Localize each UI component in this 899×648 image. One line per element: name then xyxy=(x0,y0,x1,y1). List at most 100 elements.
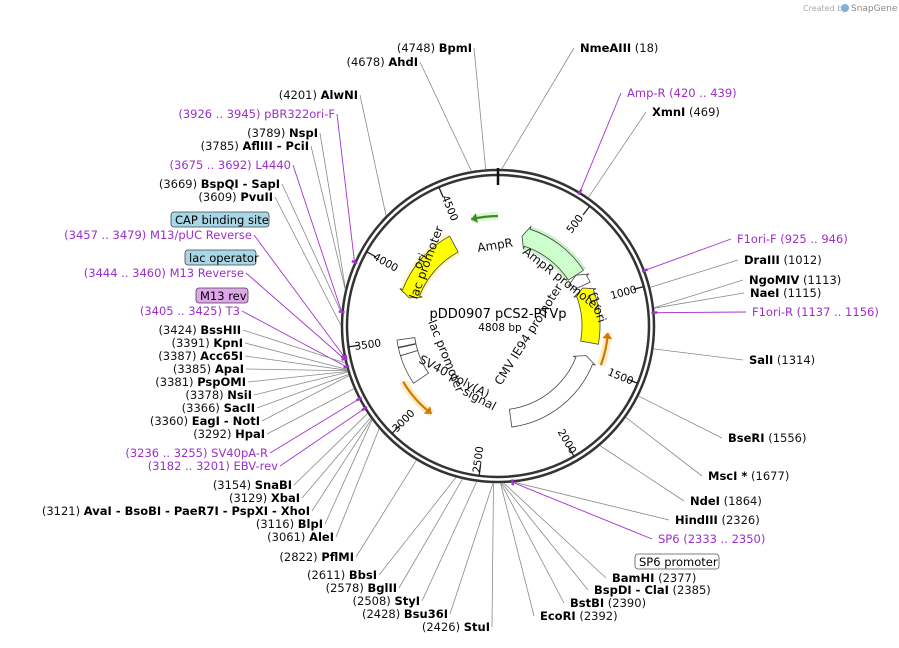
primer-f1ori-f[interactable]: F1ori-F (925 .. 946) xyxy=(737,232,848,246)
site-sacii[interactable]: (3366) SacII xyxy=(182,401,255,415)
site-styi[interactable]: (2508) StyI xyxy=(353,594,420,608)
leader-bsu36i xyxy=(449,482,494,615)
primer-amp-r[interactable]: Amp-R (420 .. 439) xyxy=(627,86,737,100)
site-snabi[interactable]: (3154) SnaBI xyxy=(213,478,292,492)
site-name: BglII xyxy=(368,581,398,595)
ruler-tick-2000 xyxy=(567,446,575,457)
site-bstbi[interactable]: BstBI (2390) xyxy=(570,596,646,610)
site-bsu36i[interactable]: (2428) Bsu36I xyxy=(362,607,448,621)
feature-f1-ori[interactable] xyxy=(573,287,601,345)
feature-label-ori: ori xyxy=(410,251,430,271)
site-ndei[interactable]: NdeI (1864) xyxy=(690,494,762,508)
site-position: (3292) xyxy=(193,427,235,441)
site-nspi[interactable]: (3789) NspI xyxy=(247,126,318,140)
ruler-tick-1500 xyxy=(627,378,638,384)
site-bspdi[interactable]: BspDI - ClaI (2385) xyxy=(594,583,711,597)
site-kpni[interactable]: (3391) KpnI xyxy=(171,336,243,350)
site-afliii[interactable]: (3785) AflIII - PciI xyxy=(201,139,309,153)
backbone xyxy=(340,168,656,484)
primer-m13-reverse[interactable]: (3444 .. 3460) M13 Reverse xyxy=(84,266,244,280)
site-pspomi[interactable]: (3381) PspOMI xyxy=(155,375,246,389)
feature-lac-promoter-2[interactable] xyxy=(396,337,417,348)
site-apai[interactable]: (3385) ApaI xyxy=(173,362,244,376)
site-acc65i[interactable]: (3387) Acc65I xyxy=(158,349,243,363)
site-name: EBV-rev xyxy=(233,459,278,473)
site-msci[interactable]: MscI * (1677) xyxy=(708,469,789,483)
feature-ampr[interactable] xyxy=(521,223,586,282)
site-position: (4678) xyxy=(346,55,388,69)
site-ngomiv[interactable]: NgoMIV (1113) xyxy=(749,273,841,287)
site-position: (4201) xyxy=(279,88,321,102)
primer-l4440[interactable]: (3675 .. 3692) L4440 xyxy=(170,158,291,172)
plasmid-name: pDD0907 pCS2-PTVp xyxy=(430,307,567,322)
site-nsii[interactable]: (3378) NsiI xyxy=(185,388,252,402)
site-alei[interactable]: (3061) AleI xyxy=(267,530,334,544)
leader-hindiii xyxy=(513,481,670,521)
label-sv40pa-r: (3236 .. 3255) SV40pA-R xyxy=(125,446,268,460)
site-bglii[interactable]: (2578) BglII xyxy=(326,581,397,595)
primer-sv40pa-r[interactable]: (3236 .. 3255) SV40pA-R xyxy=(125,446,268,460)
site-blpi[interactable]: (3116) BlpI xyxy=(256,517,323,531)
ruler-tick-4500 xyxy=(438,186,444,198)
site-alwni[interactable]: (4201) AlwNI xyxy=(279,88,358,102)
site-hindiii[interactable]: HindIII (2326) xyxy=(675,513,760,527)
site-bamhi[interactable]: BamHI (2377) xyxy=(612,571,696,585)
site-hpai[interactable]: (3292) HpaI xyxy=(193,427,265,441)
m13-rev-box: M13 rev xyxy=(195,287,249,304)
label-apai: (3385) ApaI xyxy=(173,362,244,376)
primer-m13-puc-reverse[interactable]: (3457 .. 3479) M13/pUC Reverse xyxy=(64,228,252,242)
site-bsshii[interactable]: (3424) BssHII xyxy=(158,323,241,337)
label-eagi: (3360) EagI - NotI xyxy=(150,414,260,428)
site-xbai[interactable]: (3129) XbaI xyxy=(229,491,300,505)
primer-f1ori-r[interactable]: F1ori-R (1137 .. 1156) xyxy=(752,305,879,319)
label-pflmi: (2822) PflMI xyxy=(279,550,354,564)
site-avai[interactable]: (3121) AvaI - BsoBI - PaeR7I - PspXI - X… xyxy=(42,504,310,518)
site-position: (1556) xyxy=(765,431,807,445)
site-position: (3405 .. 3425) xyxy=(140,304,226,318)
leader-amp-r xyxy=(579,92,622,193)
site-sali[interactable]: SalI (1314) xyxy=(749,353,815,367)
site-xmni[interactable]: XmnI (469) xyxy=(652,105,720,119)
feature-lac-promoter[interactable] xyxy=(397,343,419,357)
site-name: BlpI xyxy=(298,517,323,531)
feature-cmv-ie94-promoter[interactable] xyxy=(508,355,596,428)
site-nmeaiii[interactable]: NmeAIII (18) xyxy=(580,41,658,55)
primer-sp6[interactable]: SP6 (2333 .. 2350) xyxy=(658,532,765,546)
site-draiii[interactable]: DraIII (1012) xyxy=(744,253,822,267)
site-stui[interactable]: (2426) StuI xyxy=(422,620,490,634)
ruler-tick-500 xyxy=(582,205,591,216)
label-naei: NaeI (1115) xyxy=(750,286,821,300)
ruler-tick-1000 xyxy=(632,285,644,291)
site-bspqi[interactable]: (3669) BspQI - SapI xyxy=(159,177,280,191)
leader-sv40pa-r xyxy=(269,398,360,454)
feature-ampr-promoter[interactable] xyxy=(568,273,591,291)
site-ahdi[interactable]: (4678) AhdI xyxy=(346,55,418,69)
site-bpmi[interactable]: (4748) BpmI xyxy=(397,41,472,55)
feature-arrow-ampr-promoter xyxy=(568,273,591,291)
site-ecori[interactable]: EcoRI (2392) xyxy=(540,609,618,623)
primer-pbr322ori-f[interactable]: (3926 .. 3945) pBR322ori-F xyxy=(178,107,335,121)
site-extra: - NotI xyxy=(220,414,260,428)
primer-t3[interactable]: (3405 .. 3425) T3 xyxy=(140,304,240,318)
cap-box-rect xyxy=(170,211,270,228)
site-naei[interactable]: NaeI (1115) xyxy=(750,286,821,300)
site-pflmi[interactable]: (2822) PflMI xyxy=(279,550,354,564)
primer-ebv-rev[interactable]: (3182 .. 3201) EBV-rev xyxy=(148,459,278,473)
site-position: (2611) xyxy=(307,568,349,582)
site-position: (2508) xyxy=(353,594,395,608)
site-eagi[interactable]: (3360) EagI - NotI xyxy=(150,414,260,428)
site-name: BamHI xyxy=(612,571,654,585)
leader-pspomi xyxy=(247,371,348,383)
site-bseri[interactable]: BseRI (1556) xyxy=(728,431,806,445)
site-name: AflIII xyxy=(242,139,272,153)
ruler-label-500: 500 xyxy=(564,213,586,236)
site-position: (3789) xyxy=(247,126,289,140)
site-bbsi[interactable]: (2611) BbsI xyxy=(307,568,377,582)
site-name: PspOMI xyxy=(197,375,246,389)
label-pvuii: (3609) PvuII xyxy=(198,190,273,204)
site-pvuii[interactable]: (3609) PvuII xyxy=(198,190,273,204)
site-position: (2426) xyxy=(422,620,464,634)
feature-ori[interactable] xyxy=(397,233,460,299)
label-ndei: NdeI (1864) xyxy=(690,494,762,508)
site-position: (3385) xyxy=(173,362,215,376)
